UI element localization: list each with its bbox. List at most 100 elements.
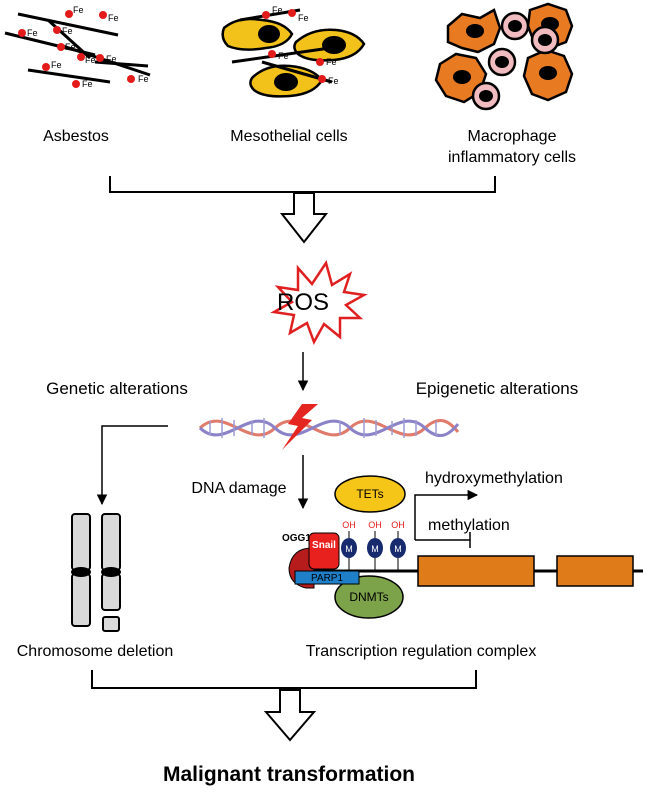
fe-label: Fe: [278, 51, 289, 61]
fe-label: Fe: [106, 54, 117, 64]
fe-dot: [53, 26, 61, 34]
fe-dot: [72, 80, 80, 88]
asbestos-label: Asbestos: [43, 128, 109, 145]
fe-label: Fe: [62, 26, 73, 36]
cell-nucleus: [453, 70, 471, 84]
dna-base-pairs: [209, 418, 437, 438]
cell-nucleus: [495, 56, 509, 68]
chromosome-deletion-label: Chromosome deletion: [17, 643, 174, 660]
cell-nucleus: [466, 24, 484, 38]
dnmts-label: DNMTs: [349, 590, 388, 604]
fe-label: Fe: [82, 79, 93, 89]
chromosome-arm: [101, 513, 121, 571]
fe-dot: [268, 50, 276, 58]
transcription-complex-label: Transcription regulation complex: [306, 643, 537, 660]
m-label: M: [371, 544, 379, 554]
dna-damage-label: DNA damage: [191, 480, 286, 497]
fe-label: Fe: [326, 57, 337, 67]
fe-dot: [18, 29, 26, 37]
cell-nucleus: [508, 20, 522, 32]
asbestos-fiber: [59, 43, 151, 77]
centromere: [101, 567, 121, 577]
cell-nucleus: [479, 90, 493, 102]
fe-dot: [318, 75, 326, 83]
mesothelial-cells-label: Mesothelial cells: [230, 128, 347, 145]
asbestos-fiber: [231, 46, 331, 64]
centromere: [71, 567, 91, 577]
fe-label: Fe: [108, 13, 119, 23]
cell-nucleus: [258, 25, 280, 43]
mesothelial-cell: [221, 17, 294, 51]
methyl-group: OH M: [390, 520, 406, 571]
macrophage-cells-illustration: [434, 2, 574, 111]
malignant-transformation-label: Malignant transformation: [163, 763, 415, 786]
oh-label: OH: [342, 520, 356, 530]
parp1-label: PARP1: [311, 573, 343, 584]
ogg1-label: OGG1: [282, 533, 311, 544]
transcription-complex-illustration: TETs hydroxymethylation methylation DNMT…: [282, 470, 643, 619]
chromosome-arm: [101, 573, 121, 611]
fe-label: Fe: [138, 74, 149, 84]
fe-dot: [288, 9, 296, 17]
tets-ellipse: [334, 475, 406, 513]
hydroxymethylation-arrow: [414, 489, 479, 540]
asbestos-fiber: [94, 60, 149, 68]
chromosome-arm: [71, 513, 91, 571]
m-label: M: [394, 544, 402, 554]
fe-label: Fe: [51, 60, 62, 70]
exon-box: [556, 555, 634, 587]
dna-strand-b: [198, 419, 460, 438]
oh-label: OH: [391, 520, 405, 530]
asbestos-fiber: [17, 12, 119, 37]
snail-label: Snail: [312, 540, 336, 551]
mesothelial-cells-illustration: Fe Fe Fe Fe Fe: [221, 5, 366, 98]
chromosomes-illustration: [71, 513, 121, 632]
snail-box: [308, 532, 340, 570]
deleted-fragment: [102, 616, 120, 632]
fe-dot: [316, 58, 324, 66]
chromosome-arm: [71, 573, 91, 627]
macrophage-label-line1: Macrophage: [468, 128, 557, 145]
macrophage-label-line2: inflammatory cells: [448, 149, 576, 166]
fe-label: Fe: [272, 5, 283, 15]
oh-label: OH: [368, 520, 382, 530]
fe-label: Fe: [85, 55, 96, 65]
fe-label: Fe: [298, 13, 309, 23]
cell-nucleus: [322, 36, 346, 54]
fe-dot: [262, 11, 270, 19]
exon-box: [417, 555, 535, 587]
parp1-bar: [294, 570, 360, 585]
fe-dot: [127, 75, 135, 83]
hydroxymethylation-label: hydroxymethylation: [425, 470, 563, 487]
tets-label: TETs: [356, 487, 383, 501]
bottom-hollow-down-arrow: [263, 689, 317, 742]
fe-label: Fe: [73, 5, 84, 15]
convergence-bracket: [109, 176, 496, 193]
fe-dot: [99, 11, 107, 19]
ros-label: ROS: [277, 289, 329, 316]
lightning-bolt: [282, 404, 318, 450]
bottom-convergence-bracket: [91, 670, 477, 689]
ros-starburst: [270, 260, 368, 345]
fe-dot: [65, 10, 73, 18]
fe-dot: [96, 54, 104, 62]
fe-label: Fe: [328, 76, 339, 86]
cell-nucleus: [274, 73, 298, 91]
fe-dot: [42, 63, 50, 71]
genetic-branch-line: [96, 425, 168, 506]
hollow-down-arrow: [279, 192, 329, 244]
asbestos-fiber: [27, 68, 111, 84]
dna-strand-a: [198, 418, 460, 437]
asbestos-fibers-illustration: Fe Fe Fe Fe Fe Fe Fe Fe Fe Fe: [4, 5, 151, 89]
fe-label: Fe: [27, 28, 38, 38]
genetic-alterations-label: Genetic alterations: [46, 379, 188, 398]
epigenetic-alterations-label: Epigenetic alterations: [416, 379, 579, 398]
cell-nucleus: [539, 66, 557, 80]
m-label: M: [345, 544, 353, 554]
cell-nucleus: [538, 34, 552, 46]
fe-dot: [57, 43, 65, 51]
fe-label: Fe: [65, 42, 76, 52]
methyl-group: OH M: [341, 520, 357, 571]
methylation-label: methylation: [428, 517, 510, 534]
